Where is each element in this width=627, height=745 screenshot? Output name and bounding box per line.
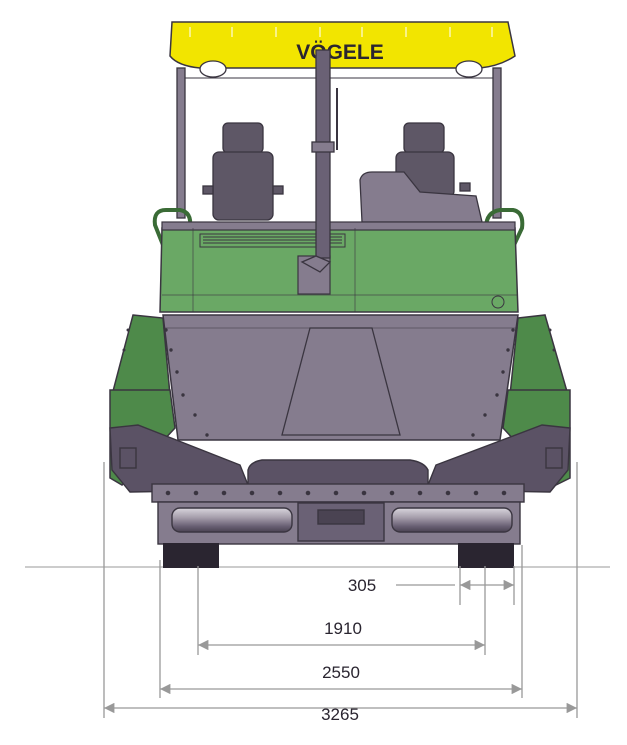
warning-symbol-icon	[491, 295, 505, 309]
steering-column	[300, 49, 338, 273]
dimension-lines	[103, 462, 578, 718]
brand-logo-text: VÖGELE	[296, 41, 384, 64]
dimension-1910-label: 1910	[324, 619, 362, 638]
control-console	[359, 171, 483, 223]
tractor-body	[159, 221, 519, 313]
roof-canopy: VÖGELE	[169, 21, 516, 78]
operator-seat-left	[202, 122, 284, 221]
track-right	[458, 543, 514, 568]
push-roller-left	[171, 507, 293, 533]
push-roller-beam	[151, 459, 525, 503]
dimension-2550-label: 2550	[322, 663, 360, 682]
lower-frame	[157, 501, 521, 545]
dimension-305-label: 305	[348, 576, 376, 595]
push-roller-right	[391, 507, 513, 533]
dimension-labels: 305 1910 2550 3265	[321, 576, 376, 724]
vent-grille	[199, 233, 346, 248]
roof-posts	[176, 67, 502, 219]
track-left	[163, 543, 219, 568]
dimension-3265-label: 3265	[321, 705, 359, 724]
